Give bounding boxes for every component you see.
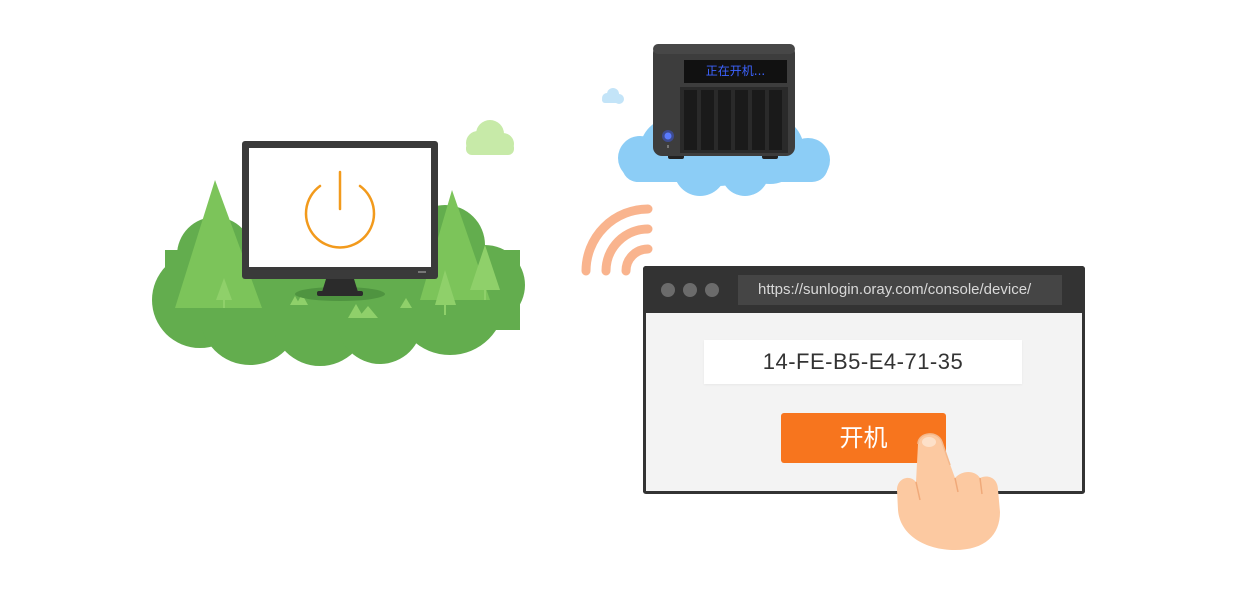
- mac-address-field[interactable]: 14-FE-B5-E4-71-35: [704, 340, 1022, 384]
- power-icon: [304, 170, 376, 249]
- window-minimize-dot[interactable]: [683, 283, 697, 297]
- nas-status-display: 正在开机...: [684, 60, 787, 83]
- window-maximize-dot[interactable]: [705, 283, 719, 297]
- browser-window: https://sunlogin.oray.com/console/device…: [643, 266, 1085, 494]
- browser-title-bar: https://sunlogin.oray.com/console/device…: [643, 266, 1085, 313]
- address-bar[interactable]: https://sunlogin.oray.com/console/device…: [738, 275, 1062, 305]
- desktop-monitor: [242, 141, 438, 296]
- window-close-dot[interactable]: [661, 283, 675, 297]
- power-on-button[interactable]: 开机: [781, 413, 946, 463]
- small-green-cloud: [466, 120, 514, 155]
- small-blue-cloud: [602, 88, 624, 104]
- wifi-signal-icon: [581, 204, 653, 276]
